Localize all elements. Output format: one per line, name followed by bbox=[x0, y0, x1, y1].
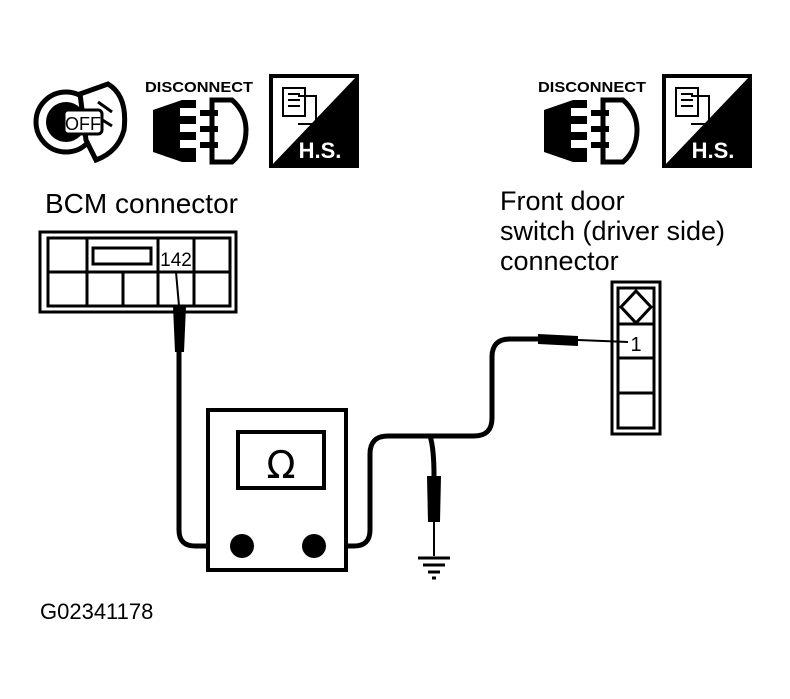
ground-lead bbox=[427, 435, 441, 556]
disconnect-icon-left: DISCONNECT bbox=[145, 79, 253, 165]
disconnect-icon-right: DISCONNECT bbox=[538, 79, 646, 165]
ignition-off-label: OFF bbox=[65, 114, 101, 134]
door-switch-title-line2: switch (driver side) bbox=[500, 216, 726, 246]
disconnect-label-right: DISCONNECT bbox=[538, 79, 646, 96]
bcm-probe-lead bbox=[173, 271, 242, 549]
ground-symbol-icon bbox=[418, 556, 450, 580]
door-switch-connector: 1 bbox=[610, 280, 662, 436]
negative-terminal bbox=[302, 534, 326, 558]
hs-label-left: H.S. bbox=[299, 138, 342, 163]
door-switch-probe-lead bbox=[314, 334, 629, 549]
door-switch-connector-title: Front door switch (driver side) connecto… bbox=[500, 186, 725, 276]
ohm-symbol-icon: Ω bbox=[266, 443, 295, 487]
door-switch-title-line3: connector bbox=[500, 246, 619, 276]
figure-id: G02341178 bbox=[40, 599, 154, 624]
door-switch-title-line1: Front door bbox=[500, 186, 625, 216]
ignition-off-icon: OFF bbox=[33, 81, 128, 164]
harness-connector-hs-icon-left: H.S. bbox=[269, 74, 359, 168]
disconnect-label-left: DISCONNECT bbox=[145, 79, 253, 96]
hs-label-right: H.S. bbox=[692, 138, 735, 163]
positive-terminal bbox=[230, 534, 254, 558]
harness-connector-hs-icon-right: H.S. bbox=[662, 74, 752, 168]
bcm-terminal-label: 142 bbox=[160, 250, 192, 271]
door-switch-terminal-label: 1 bbox=[630, 334, 641, 356]
bcm-connector-title: BCM connector bbox=[45, 188, 238, 219]
ohmmeter: Ω bbox=[206, 408, 348, 572]
bcm-connector: 142 bbox=[38, 230, 238, 314]
